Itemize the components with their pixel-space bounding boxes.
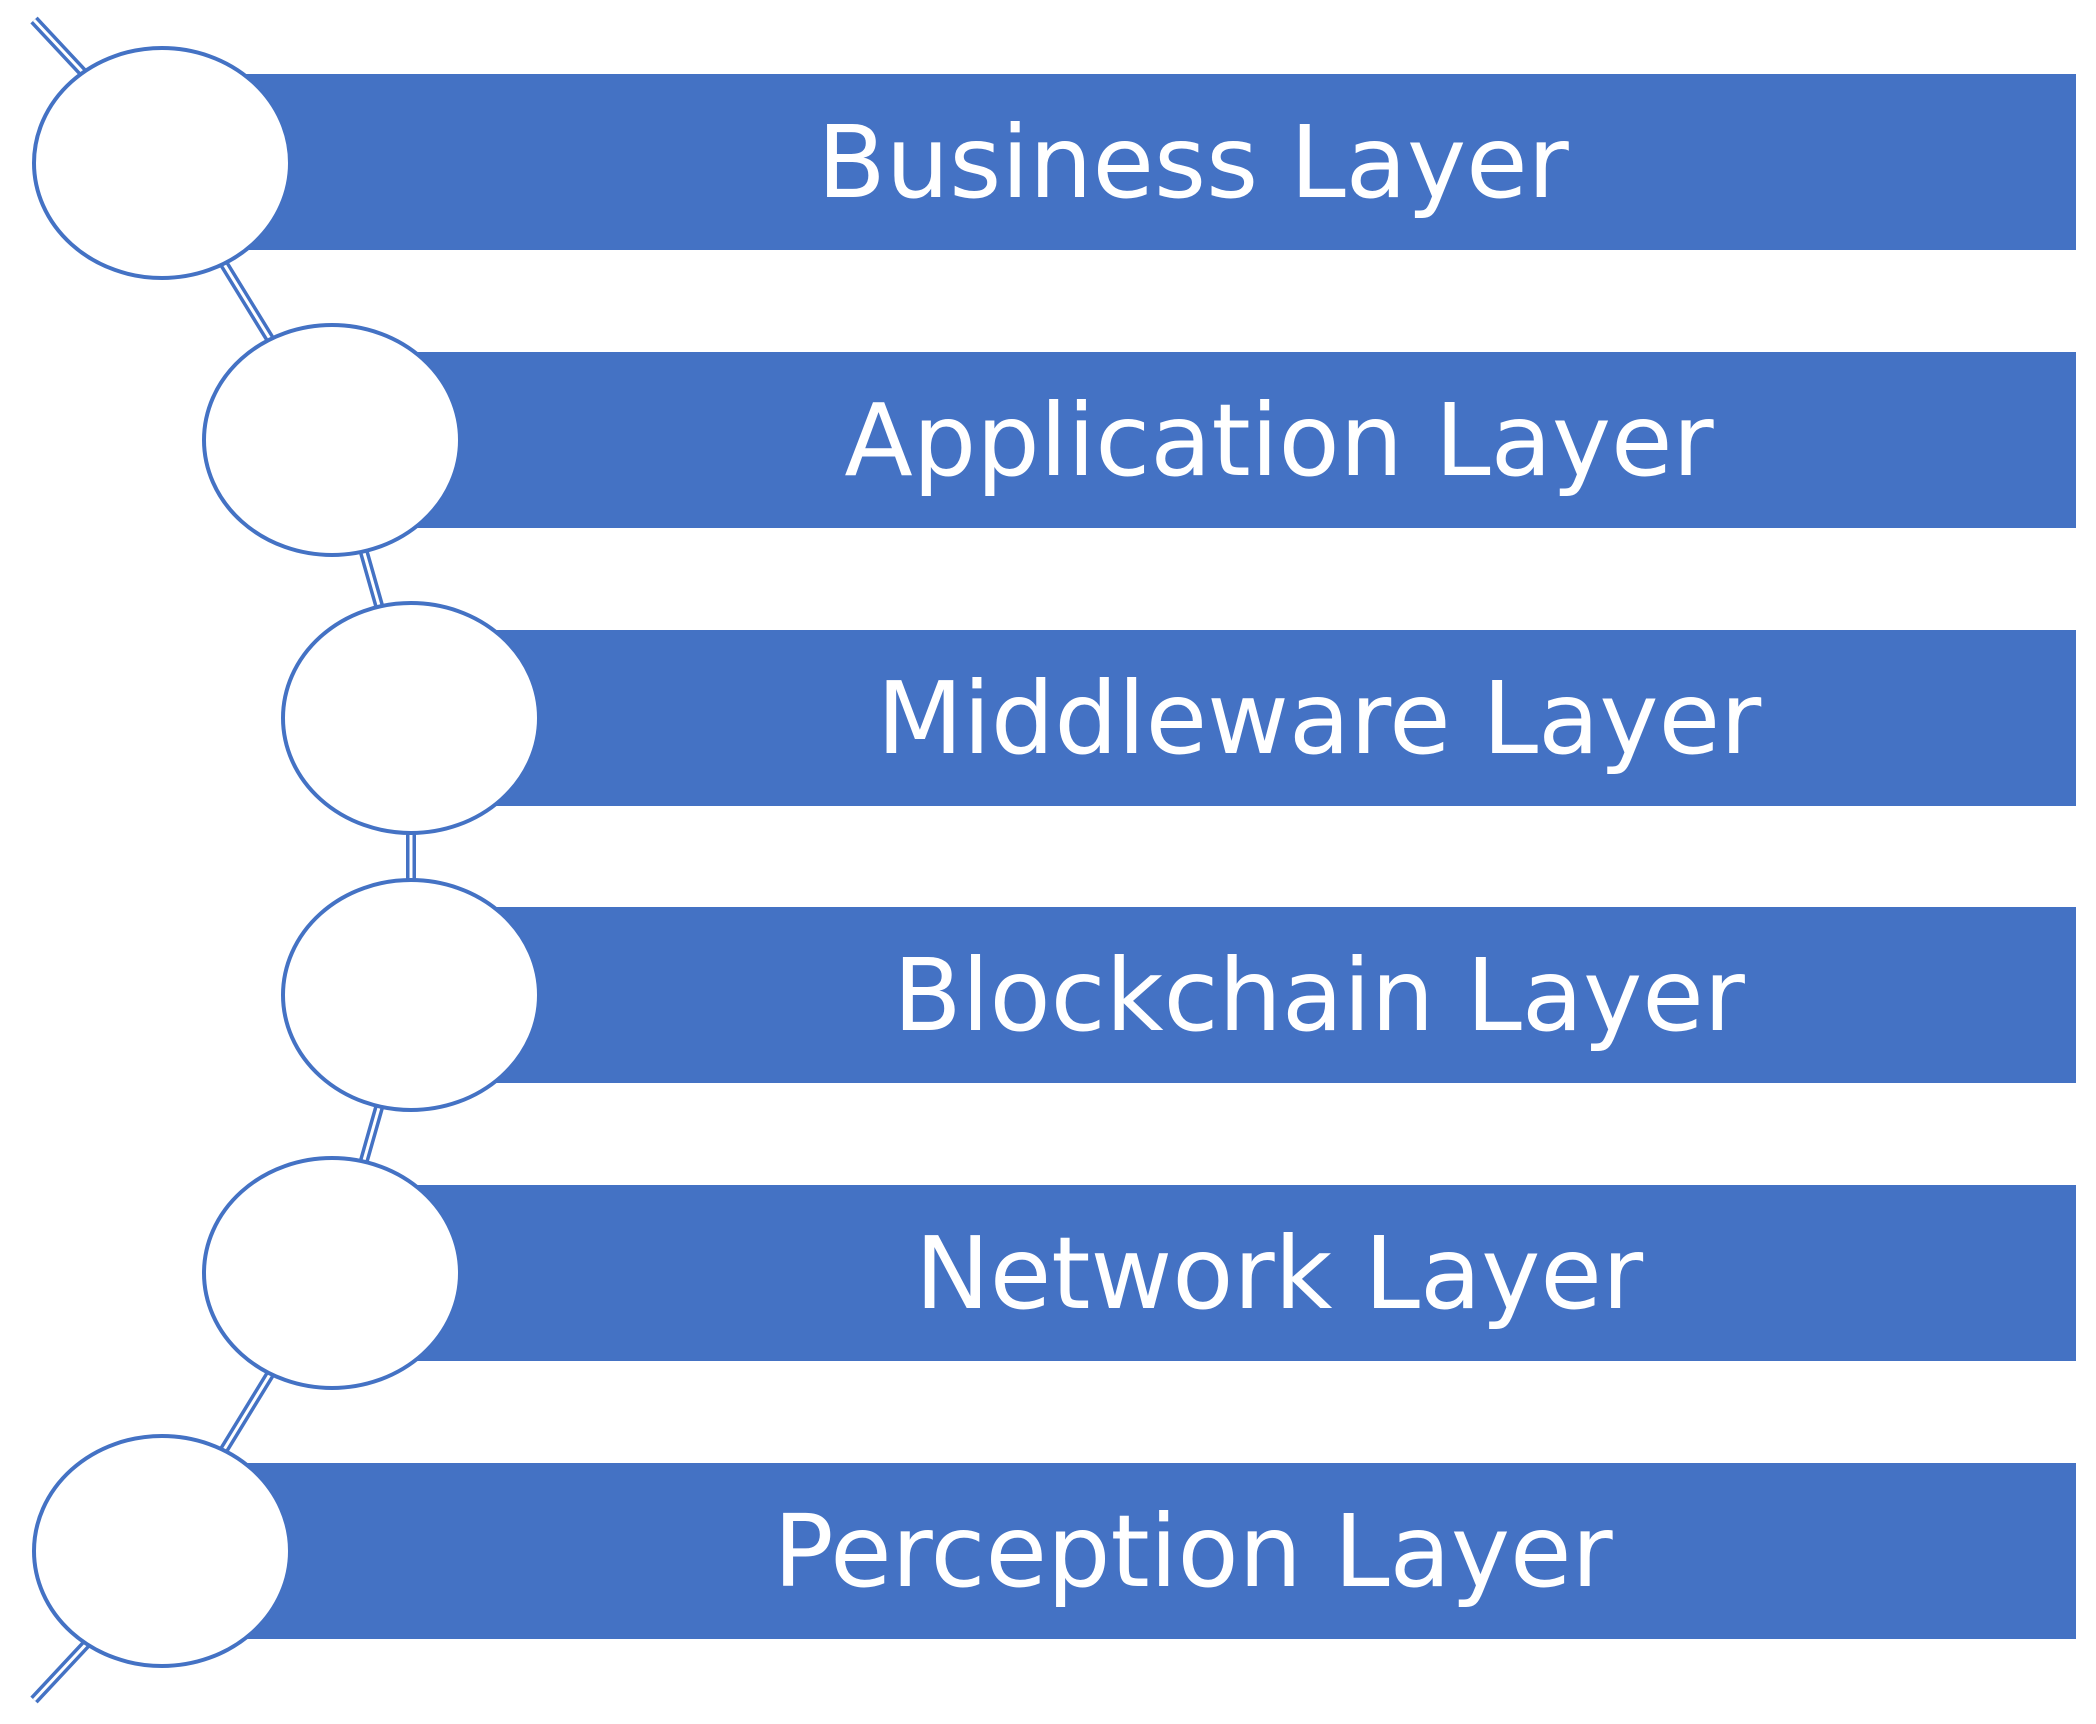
connector-top-tail-core: [32, 18, 92, 82]
layer-bar-5: [332, 1185, 2076, 1361]
layer-node-circle-2: [202, 323, 462, 557]
layer-node-circle-6: [32, 1434, 292, 1668]
layer-bar-3: [411, 630, 2076, 806]
layer-bar-2: [332, 352, 2076, 528]
layer-bars: [162, 74, 2076, 1639]
layer-label-1: Business Layer: [817, 104, 1569, 221]
layer-label-3: Middleware Layer: [877, 660, 1762, 777]
layer-bar-1: [162, 74, 2076, 250]
layer-label-6: Perception Layer: [773, 1493, 1613, 1610]
layer-label-4: Blockchain Layer: [893, 937, 1746, 1054]
layer-bar-6: [162, 1463, 2076, 1639]
layer-node-circle-3: [281, 601, 541, 835]
layer-label-5: Network Layer: [915, 1215, 1644, 1332]
layer-label-2: Application Layer: [844, 382, 1714, 499]
layer-node-circle-5: [202, 1156, 462, 1390]
layer-node-circle-4: [281, 878, 541, 1112]
connector-bottom-tail-core: [32, 1638, 92, 1702]
layer-node-circle-1: [32, 46, 292, 280]
layer-nodes: [32, 46, 541, 1668]
layer-bar-4: [411, 907, 2076, 1083]
